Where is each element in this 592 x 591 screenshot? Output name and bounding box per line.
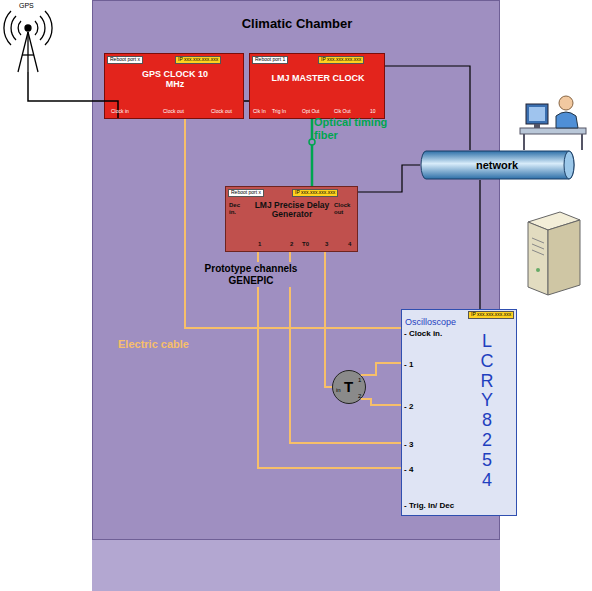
cable-connector — [479, 180, 480, 309]
node-text: network — [476, 159, 518, 171]
node-text: - 1 — [404, 361, 413, 370]
node-text: Clock in — [111, 109, 129, 115]
node-text: Opt Out — [302, 109, 320, 115]
node-text: Clk Out — [334, 109, 351, 115]
node-text: GPS CLOCK 10 MHz — [135, 70, 215, 90]
node-text: - Trig. In/ Dec — [404, 502, 454, 511]
master-clock-box: Reboot port 1 IP xxx.xxx.xxx.xxxLMJ MASTE… — [249, 53, 385, 119]
node-text: Clock out — [211, 109, 232, 115]
node-text: Clock out — [334, 202, 356, 215]
node-text: 1 — [258, 241, 261, 248]
node-text: Oscilloscope — [405, 318, 456, 328]
cable-connector — [244, 100, 249, 102]
server-icon — [528, 212, 580, 295]
cable-connector — [311, 119, 314, 186]
node-text: Reboot port x — [228, 189, 264, 197]
cable-label: Electric cable — [118, 338, 189, 351]
node-text: LMJ MASTER CLOCK — [258, 74, 378, 84]
oscilloscope-box: IP xxx.xxx.xxx.xxxOscilloscope - Clock in… — [401, 309, 517, 516]
node-text: Reboot port x — [107, 56, 143, 64]
node-text: in — [336, 387, 341, 394]
delay-generator-box: Reboot port x IP xxx.xxx.xxx.xxxLMJ Preci… — [225, 186, 358, 252]
node-text: 4 — [348, 241, 351, 248]
node-text: IP xxx.xxx.xxx.xxx — [468, 311, 514, 319]
node-text: - 2 — [404, 403, 413, 412]
node-text: LMJ Precise Delay Generator — [252, 201, 332, 220]
node-text: 2 — [358, 393, 361, 400]
channels-label: Prototype channels GENEPIC — [190, 262, 312, 287]
chamber-floor-band — [92, 540, 500, 591]
node-text: Climatic Chamber — [197, 17, 397, 31]
node-text: - 4 — [404, 466, 413, 475]
node-text: Trig In — [272, 109, 286, 115]
node-text: 10 — [370, 109, 376, 115]
gps-antenna — [4, 11, 52, 72]
gps-clock-box: Reboot port x IP xxx.xxx.xxx.xxxGPS CLOCK… — [104, 53, 244, 119]
node-text: LCRY8254 — [478, 332, 496, 490]
node-text: 3 — [325, 241, 328, 248]
node-text: Clk In — [253, 109, 266, 115]
fiber-label: Optical timing fiber — [314, 116, 410, 141]
node-text: T0 — [302, 241, 309, 248]
node-text: T — [344, 379, 353, 396]
node-text: Reboot port 1 — [252, 56, 288, 64]
node-text: IP xxx.xxx.xxx.xxx — [318, 56, 364, 64]
node-text: Clock out — [163, 109, 184, 115]
node-text: IP xxx.xxx.xxx.xxx — [292, 189, 338, 197]
operator-icon — [520, 96, 586, 150]
node-text: - 3 — [404, 441, 413, 450]
node-text: - Clock in. — [404, 330, 442, 339]
antenna-cable — [28, 72, 60, 101]
network-bus: network — [420, 150, 575, 180]
node-text: 2 — [290, 241, 293, 248]
node-text: Dec in. — [229, 202, 247, 215]
node-text: IP xxx.xxx.xxx.xxx — [175, 56, 221, 64]
antenna-label: GPS — [19, 2, 34, 10]
node-text: 1 — [358, 377, 361, 384]
